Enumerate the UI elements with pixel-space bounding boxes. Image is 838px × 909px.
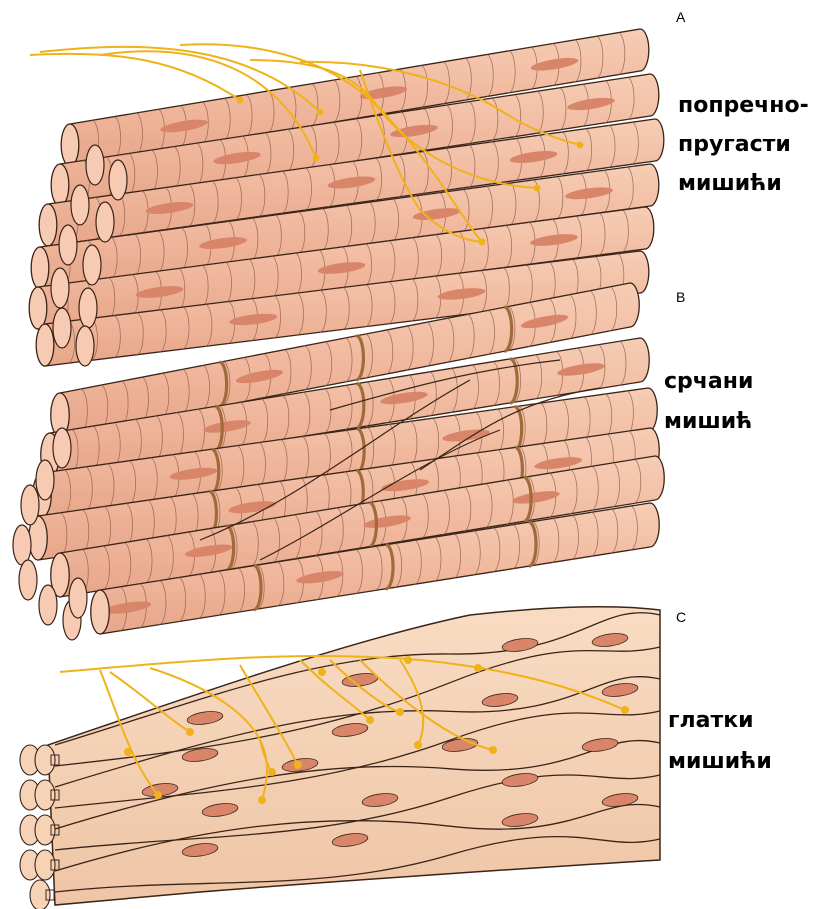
fiber-end-cap [35,850,55,880]
fiber-end-cap [53,428,71,468]
fiber-end-cap [31,247,49,289]
panel-letter-b: B [676,289,685,305]
fiber-end-cap [71,185,89,225]
varicosity [124,748,132,756]
nerve-ending [317,109,324,116]
fiber-end-cap [35,815,55,845]
fiber-end-cap [76,326,94,366]
nerve-ending [237,97,244,104]
fiber-end-cap [30,880,50,909]
varicosity [294,761,302,769]
fiber-end-cap [35,745,55,775]
fiber-end-cap [21,485,39,525]
smooth-muscle-bundle [20,607,660,909]
fiber-end-cap [51,164,69,206]
fiber-end-cap [13,525,31,565]
varicosity [154,791,162,799]
varicosity [404,656,412,664]
fiber-end-cap [109,160,127,200]
varicosity [258,796,266,804]
fiber-end-cap [59,225,77,265]
fiber-end-cap [61,124,79,166]
fiber-end-cap [39,204,57,246]
nerve-fiber [30,54,240,100]
nerve-ending [313,155,320,162]
smooth-label-line-2: мишићи [668,749,772,774]
varicosity [396,708,404,716]
fiber-end-cap [96,202,114,242]
fiber-end-cap [19,560,37,600]
fiber-end-cap [35,780,55,810]
fiber-end-cap [51,268,69,308]
varicosity [318,668,326,676]
panel-letter-c: C [676,609,686,625]
smooth-label-line-1: глатки [668,708,754,733]
cardiac-label-line-2: мишић [664,409,752,434]
cardiac-label-line-1: срчани [664,369,753,394]
nerve-ending [534,185,541,192]
skeletal-label-line-1: попречно- [678,93,809,118]
fiber-end-cap [91,590,109,634]
nerve-ending [479,239,486,246]
skeletal-label-line-2: пругасти [678,132,791,157]
fiber-end-cap [69,578,87,618]
varicosity [621,706,629,714]
varicosity [489,746,497,754]
fiber-end-cap [36,324,54,366]
nerve-ending [577,142,584,149]
varicosity [474,664,482,672]
fiber-end-cap [83,245,101,285]
varicosity [414,741,422,749]
varicosity [268,768,276,776]
fiber-end-cap [53,308,71,348]
fiber-end-cap [29,287,47,329]
panel-letter-a: A [676,9,686,25]
varicosity [186,728,194,736]
fiber-end-cap [39,585,57,625]
fiber-end-cap [36,460,54,500]
fiber-end-cap [86,145,104,185]
fiber-end-cap [79,288,97,328]
skeletal-label-line-3: мишићи [678,171,782,196]
varicosity [366,716,374,724]
